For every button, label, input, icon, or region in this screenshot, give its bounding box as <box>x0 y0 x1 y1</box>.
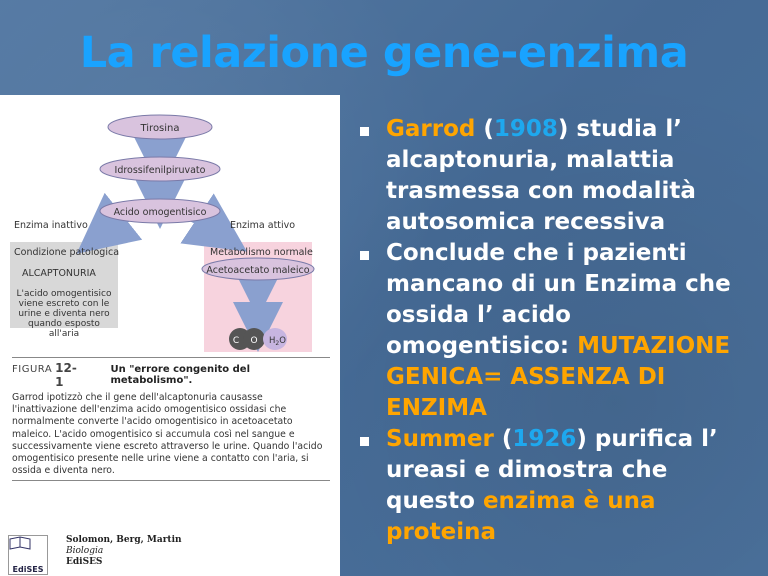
publisher-authors: Solomon, Berg, Martin <box>66 535 182 545</box>
label-enzima-inattivo: Enzima inattivo <box>14 220 88 231</box>
bullet-2-highlight: MUTAZIONE GENICA= ASSENZA DI ENZIMA <box>386 333 731 421</box>
node-acido <box>99 198 221 224</box>
figure-number: 12-1 <box>55 361 77 389</box>
node-idrossi <box>99 156 221 182</box>
cond-text-4: quando esposto <box>28 319 100 329</box>
bullet-3-name: Summer <box>386 426 494 452</box>
label-tirosina: Tirosina <box>139 123 179 134</box>
node-acetoacetato <box>201 257 315 281</box>
bullet-item: Garrod (1908) studia l’ alcaptonuria, ma… <box>358 114 758 238</box>
bullet-item: Summer (1926) purifica l’ ureasi e dimos… <box>358 424 758 548</box>
label-acido: Acido omogentisico <box>114 207 207 218</box>
figure-label: FIGURA <box>12 364 53 375</box>
publisher-name: EdiSES <box>66 557 103 567</box>
bullet-list: Garrod (1908) studia l’ alcaptonuria, ma… <box>358 114 758 548</box>
cond-text-2: viene escreto con le <box>19 299 110 309</box>
arrow-right <box>180 193 247 252</box>
cond-text-5: all'aria <box>49 329 79 339</box>
pathology-box <box>10 242 118 328</box>
label-h2o: H2O <box>269 336 286 347</box>
label-co2-c: C <box>233 336 239 346</box>
publisher-logo: EdiSES <box>8 535 48 575</box>
publisher-text: Solomon, Berg, Martin Biologia EdiSES <box>66 535 182 575</box>
publisher-book: Biologia <box>66 546 104 556</box>
label-co2-o: O <box>250 336 257 346</box>
slide-title: La relazione gene-enzima <box>79 28 689 78</box>
bullet-3-year: 1926 <box>512 426 577 452</box>
arrow-left <box>76 192 143 254</box>
bullet-marker <box>360 437 369 446</box>
pathway-diagram: Tirosina Idrossifenilpiruvato Acido omog… <box>10 114 315 352</box>
bullet-1-text: ) studia l’ alcaptonuria, malattia trasm… <box>386 116 696 235</box>
publisher-block: EdiSES Solomon, Berg, Martin Biologia Ed… <box>8 535 182 575</box>
label-metabolismo: Metabolismo normale <box>210 247 313 258</box>
bullet-3-highlight: enzima è una proteina <box>386 488 656 545</box>
figure-text: Garrod ipotizzò che il gene dell'alcapto… <box>12 392 330 482</box>
label-alcaptonuria: ALCAPTONURIA <box>22 268 96 279</box>
figure-panel: Tirosina Idrossifenilpiruvato Acido omog… <box>0 95 340 576</box>
label-idrossi: Idrossifenilpiruvato <box>115 165 206 176</box>
publisher-logo-text: EdiSES <box>12 565 44 574</box>
label-condizione: Condizione patologica <box>14 247 119 258</box>
node-tirosina <box>107 114 213 140</box>
bullet-item: Conclude che i pazienti mancano di un En… <box>358 238 758 424</box>
bullet-1-paren: ( <box>475 116 494 142</box>
cond-text-1: L'acido omogentisico <box>17 289 112 299</box>
bullet-3-text: ) purifica l’ ureasi e dimostra che ques… <box>386 426 718 514</box>
co2-circle-2 <box>243 328 265 350</box>
book-icon <box>9 536 31 550</box>
bullet-3-paren: ( <box>493 426 513 452</box>
cond-text-3: urine e diventa nero <box>18 309 110 319</box>
bullet-1-year: 1908 <box>493 116 558 142</box>
label-enzima-attivo: Enzima attivo <box>230 220 295 231</box>
label-acetoacetato: Acetoacetato maleico <box>206 265 309 276</box>
h2o-circle <box>263 328 287 350</box>
bullet-2-text: Conclude che i pazienti mancano di un En… <box>386 240 731 359</box>
figure-title: Un "errore congenito del metabolismo". <box>110 364 251 386</box>
bullet-marker <box>360 251 369 260</box>
bullet-1-name: Garrod <box>386 116 476 142</box>
figure-caption: FIGURA 12-1 Un "errore congenito del met… <box>12 357 330 482</box>
bullet-marker <box>360 127 369 136</box>
